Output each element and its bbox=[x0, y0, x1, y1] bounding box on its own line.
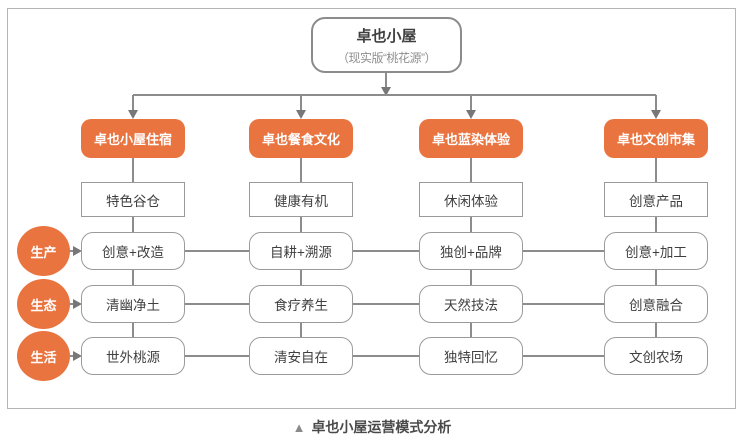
row-label-ecology: 生态 bbox=[17, 279, 70, 329]
column-2-header: 卓也餐食文化 bbox=[249, 119, 353, 158]
column-3-header: 卓也蓝染体验 bbox=[419, 119, 523, 158]
column-1-feature: 特色谷仓 bbox=[81, 182, 185, 217]
column-1-cell-ecology: 清幽净土 bbox=[81, 285, 185, 323]
column-2-cell-production: 自耕+溯源 bbox=[249, 232, 353, 270]
column-4-header: 卓也文创市集 bbox=[604, 119, 708, 158]
column-3-cell-ecology: 天然技法 bbox=[419, 285, 523, 323]
caption-triangle-icon: ▲ bbox=[292, 420, 306, 435]
row-label-production: 生产 bbox=[17, 226, 70, 276]
column-4-cell-life: 文创农场 bbox=[604, 337, 708, 375]
root-node: 卓也小屋 （现实版“桃花源”） bbox=[311, 17, 462, 73]
column-1-header: 卓也小屋住宿 bbox=[81, 119, 185, 158]
root-subtitle: （现实版“桃花源”） bbox=[337, 50, 437, 65]
column-3-cell-production: 独创+品牌 bbox=[419, 232, 523, 270]
column-1-cell-life: 世外桃源 bbox=[81, 337, 185, 375]
column-3-feature: 休闲体验 bbox=[419, 182, 523, 217]
column-1-cell-production: 创意+改造 bbox=[81, 232, 185, 270]
column-4-feature: 创意产品 bbox=[604, 182, 708, 217]
row-label-life: 生活 bbox=[17, 331, 70, 381]
column-2-cell-life: 清安自在 bbox=[249, 337, 353, 375]
column-4-cell-ecology: 创意融合 bbox=[604, 285, 708, 323]
diagram-caption: ▲ 卓也小屋运营模式分析 bbox=[0, 417, 744, 437]
column-3-cell-life: 独特回忆 bbox=[419, 337, 523, 375]
column-2-feature: 健康有机 bbox=[249, 182, 353, 217]
column-2-cell-ecology: 食疗养生 bbox=[249, 285, 353, 323]
caption-text: 卓也小屋运营模式分析 bbox=[311, 419, 452, 435]
column-4-cell-production: 创意+加工 bbox=[604, 232, 708, 270]
root-title: 卓也小屋 bbox=[356, 27, 417, 45]
